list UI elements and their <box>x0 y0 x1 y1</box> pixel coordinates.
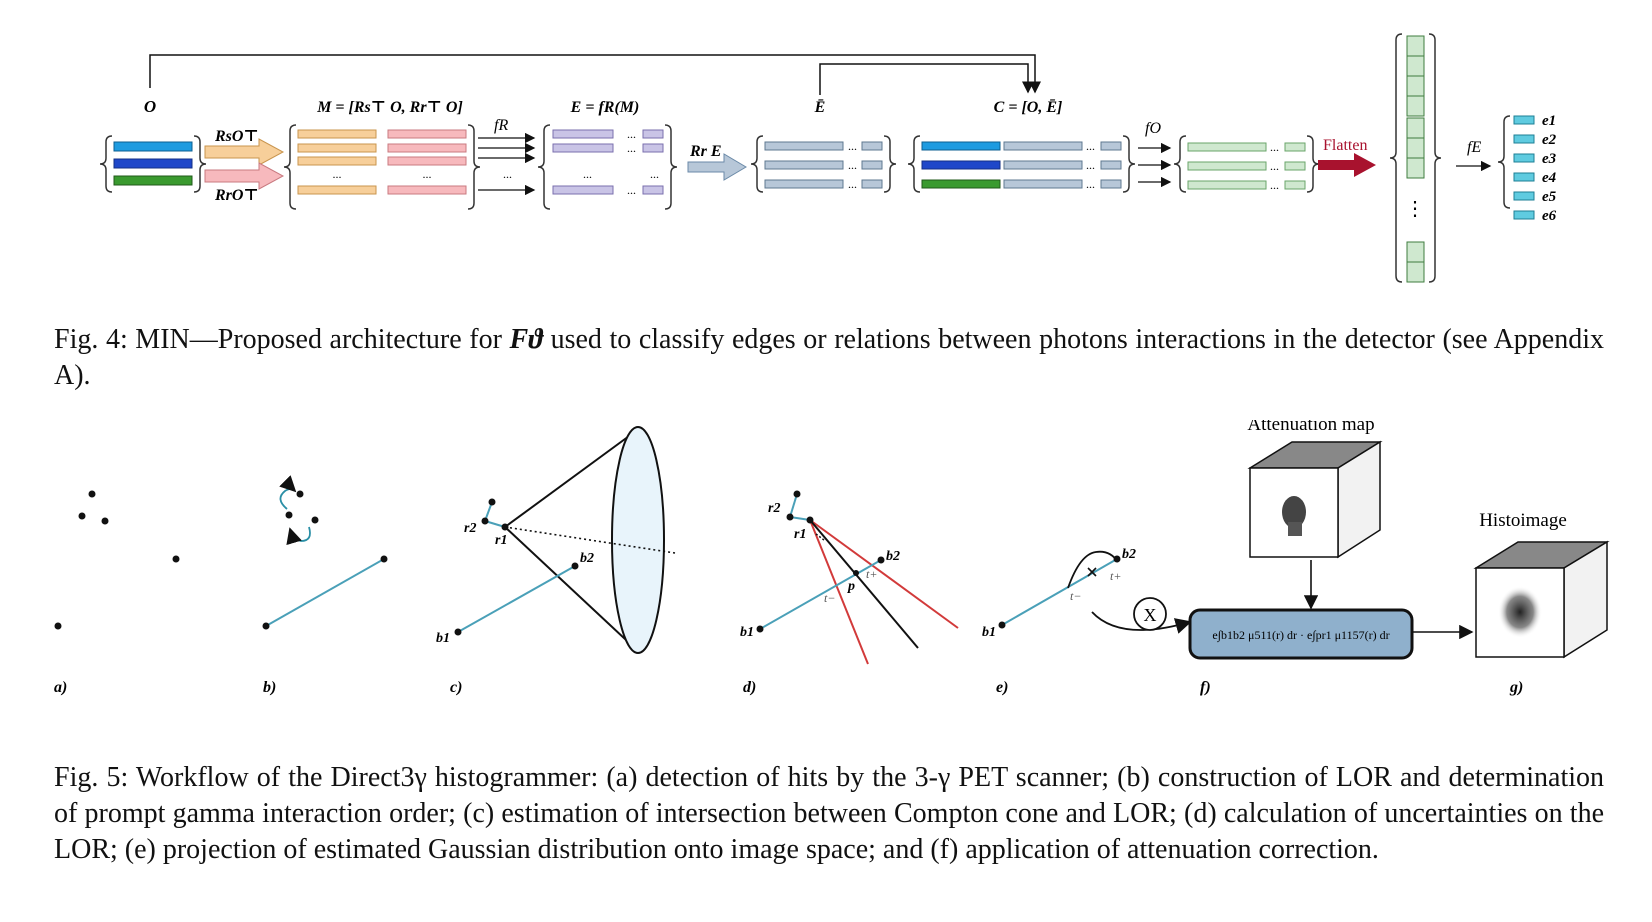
label-M: M = [Rs⊤ O, Rr⊤ O] <box>316 99 463 116</box>
dots-C3: ... <box>1086 177 1095 191</box>
output-e5: e5 <box>1542 189 1557 205</box>
panel-c-cone: r2 r1 b2 b1 <box>436 426 676 654</box>
panel-b-lor <box>262 475 388 630</box>
flatten-arrow: Flatten <box>1318 137 1376 177</box>
histoimage-title: Histoimage <box>1479 510 1567 531</box>
fig4-caption-prefix: Fig. 4: MIN—Proposed architecture for <box>54 324 502 355</box>
label-E: E = fR(M) <box>570 99 640 116</box>
point-b1-d: b1 <box>740 625 754 640</box>
fig4-caption-symbol: Fϑ <box>509 324 543 355</box>
point-tplus-d: t+ <box>866 567 877 581</box>
M-block: M = [Rs⊤ O, Rr⊤ O] ... ... <box>283 99 481 210</box>
dots-E2: ... <box>627 141 636 155</box>
dots-C1: ... <box>1086 139 1095 153</box>
output-edges: e1 e2 e3 e4 e5 e6 <box>1497 113 1557 224</box>
dots-C2: ... <box>1086 158 1095 172</box>
rotation-arrows: RsO⊤ RrO⊤ <box>204 128 285 204</box>
point-b1-e: b1 <box>982 625 996 640</box>
panel-e-gaussian: b2 b1 t− t+ <box>982 547 1136 640</box>
dots-fO3: ... <box>1270 178 1279 192</box>
panel-label-a: a) <box>54 679 67 696</box>
dots-fO2: ... <box>1270 159 1279 173</box>
output-e1: e1 <box>1542 113 1556 129</box>
point-tplus-e: t+ <box>1110 569 1121 583</box>
fig5-caption: Fig. 5: Workflow of the Direct3γ histogr… <box>54 762 1604 865</box>
dots-fR: ... <box>503 167 512 181</box>
label-RsO: RsO⊤ <box>214 128 259 145</box>
attenuation-map-cube: Attenuation map <box>1247 420 1383 610</box>
point-b2-e: b2 <box>1122 547 1136 562</box>
label-RrO: RrO⊤ <box>214 187 259 204</box>
panel-d-uncertainty: r2 r1 b2 b1 p t− t+ <box>740 490 959 665</box>
dots-E3: ... <box>627 183 636 197</box>
label-fE: fE <box>1467 139 1481 156</box>
fE-arrow: fE <box>1456 139 1492 172</box>
fig4-architecture-diagram: O RsO⊤ RrO⊤ M = [Rs⊤ O, Rr⊤ O] ... ... f… <box>99 33 1557 283</box>
point-b1-c: b1 <box>436 631 450 646</box>
dots-E5: ... <box>650 167 659 181</box>
label-fO: fO <box>1145 120 1161 137</box>
label-RrE: Rr E <box>689 143 722 160</box>
fO-arrows: fO <box>1138 120 1172 188</box>
label-C: C = [O, Ē] <box>994 97 1063 116</box>
panel-a-hits <box>54 490 180 630</box>
flattened-vector: ⋮ <box>1389 33 1442 283</box>
Ebar-block: Ē ... ... ... <box>750 97 897 193</box>
output-e2: e2 <box>1542 132 1557 148</box>
panel-label-f: f) <box>1200 679 1211 696</box>
vdots-flat: ⋮ <box>1405 198 1425 220</box>
dots-E4: ... <box>583 167 592 181</box>
label-O: O <box>144 97 156 116</box>
skip-connection-lines <box>149 54 1041 95</box>
dots-fO1: ... <box>1270 140 1279 154</box>
point-tminus-e: t− <box>1070 589 1081 603</box>
fR-arrows: fR ... <box>478 117 536 196</box>
dots-Ebar2: ... <box>848 158 857 172</box>
input-O-block: O <box>99 97 207 193</box>
output-e3: e3 <box>1542 151 1557 167</box>
label-fR: fR <box>494 117 508 134</box>
label-flatten: Flatten <box>1323 137 1367 154</box>
point-b2-d: b2 <box>886 549 900 564</box>
panel-label-g: g) <box>1509 679 1523 696</box>
point-r1-c: r1 <box>495 533 507 548</box>
attenuation-formula: e∫b1b2 μ511(r) dr · e∫pr1 μ1157(r) dr <box>1212 628 1389 642</box>
panel-label-e: e) <box>996 679 1008 696</box>
RrE-arrow: Rr E <box>687 143 747 181</box>
dots-M2: ... <box>423 167 432 181</box>
fO-output-block: ... ... ... <box>1173 135 1320 193</box>
attenuation-title: Attenuation map <box>1247 420 1374 435</box>
point-b2-c: b2 <box>580 551 594 566</box>
output-e6: e6 <box>1542 208 1557 224</box>
dots-E1: ... <box>627 127 636 141</box>
output-e4: e4 <box>1542 170 1557 186</box>
point-p-d: p <box>847 579 855 594</box>
E-block: E = fR(M) ... ... ... ... ... <box>537 99 678 210</box>
attenuation-formula-box: e∫b1b2 μ511(r) dr · e∫pr1 μ1157(r) dr <box>1188 608 1474 660</box>
point-r2-c: r2 <box>464 521 476 536</box>
C-block: C = [O, Ē] ... ... ... <box>907 97 1136 193</box>
point-r1-d: r1 <box>794 527 806 542</box>
fig4-caption: Fig. 4: MIN—Proposed architecture for Fϑ… <box>54 322 1604 394</box>
panel-label-b: b) <box>263 679 276 696</box>
dots-Ebar1: ... <box>848 139 857 153</box>
fig4-caption-suffix: used to classify edges or relations betw… <box>54 324 1605 391</box>
dots-M1: ... <box>333 167 342 181</box>
point-tminus-d: t− <box>824 591 835 605</box>
multiply-symbol: X <box>1144 605 1157 625</box>
panel-label-d: d) <box>743 679 756 696</box>
panel-label-c: c) <box>450 679 462 696</box>
fig5-workflow-diagram: a) b) r2 r1 b2 b1 c) r2 <box>54 420 1610 696</box>
point-r2-d: r2 <box>768 501 780 516</box>
histoimage-cube: Histoimage <box>1473 510 1610 659</box>
multiply-operator: X <box>1091 597 1192 634</box>
dots-Ebar3: ... <box>848 177 857 191</box>
label-Ebar: Ē <box>814 97 826 116</box>
